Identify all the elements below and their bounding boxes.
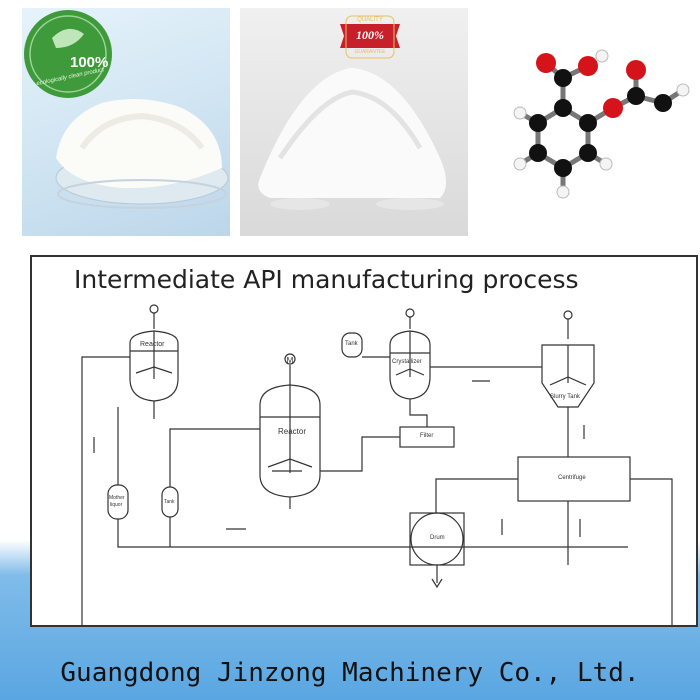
label-reactor-small: Reactor <box>140 341 165 348</box>
label-slurry-tank: Slurry Tank <box>550 394 580 400</box>
label-drum: Drum <box>430 535 445 541</box>
molecule-icon <box>513 49 690 199</box>
photo-molecule-model <box>478 8 700 236</box>
quality-badge-sub: GUARANTEE <box>354 49 386 55</box>
diagram-title: Intermediate API manufacturing process <box>74 265 579 294</box>
tank-top-vessel <box>341 332 363 358</box>
label-centrifuge: Centrifuge <box>558 475 586 481</box>
label-crystallizer: Crystallizer <box>392 359 422 365</box>
crystallizer-vessel <box>389 308 431 400</box>
quality-badge: QUALITY 100% GUARANTEE <box>336 12 404 62</box>
label-mother-liquor-2: liquor <box>110 502 123 508</box>
leaf-icon <box>52 28 84 48</box>
photo-crystals: QUALITY 100% GUARANTEE <box>240 8 468 236</box>
label-tank-small: Tank <box>164 499 175 505</box>
eco-badge-percent: 100% <box>70 54 109 71</box>
label-tank-top: Tank <box>345 341 358 347</box>
eco-badge: 100% ecologically clean product <box>22 8 122 108</box>
quality-badge-percent: 100% <box>356 28 384 42</box>
quality-badge-top: QUALITY <box>357 17 383 23</box>
reactor-main-vessel <box>259 353 321 498</box>
photo-powder-dish: 100% ecologically clean product <box>22 8 230 236</box>
slurry-tank-vessel <box>541 310 595 408</box>
label-mother-liquor-1: Mother <box>109 495 125 501</box>
reactor-small-vessel <box>129 304 179 402</box>
label-filter: Filter <box>420 433 434 439</box>
motor-symbol-main: M <box>287 356 294 365</box>
process-diagram: M Intermediate API manufacturing process… <box>30 255 698 627</box>
label-reactor-main: Reactor <box>278 427 307 436</box>
footer-company-name: Guangdong Jinzong Machinery Co., Ltd. <box>60 658 640 688</box>
